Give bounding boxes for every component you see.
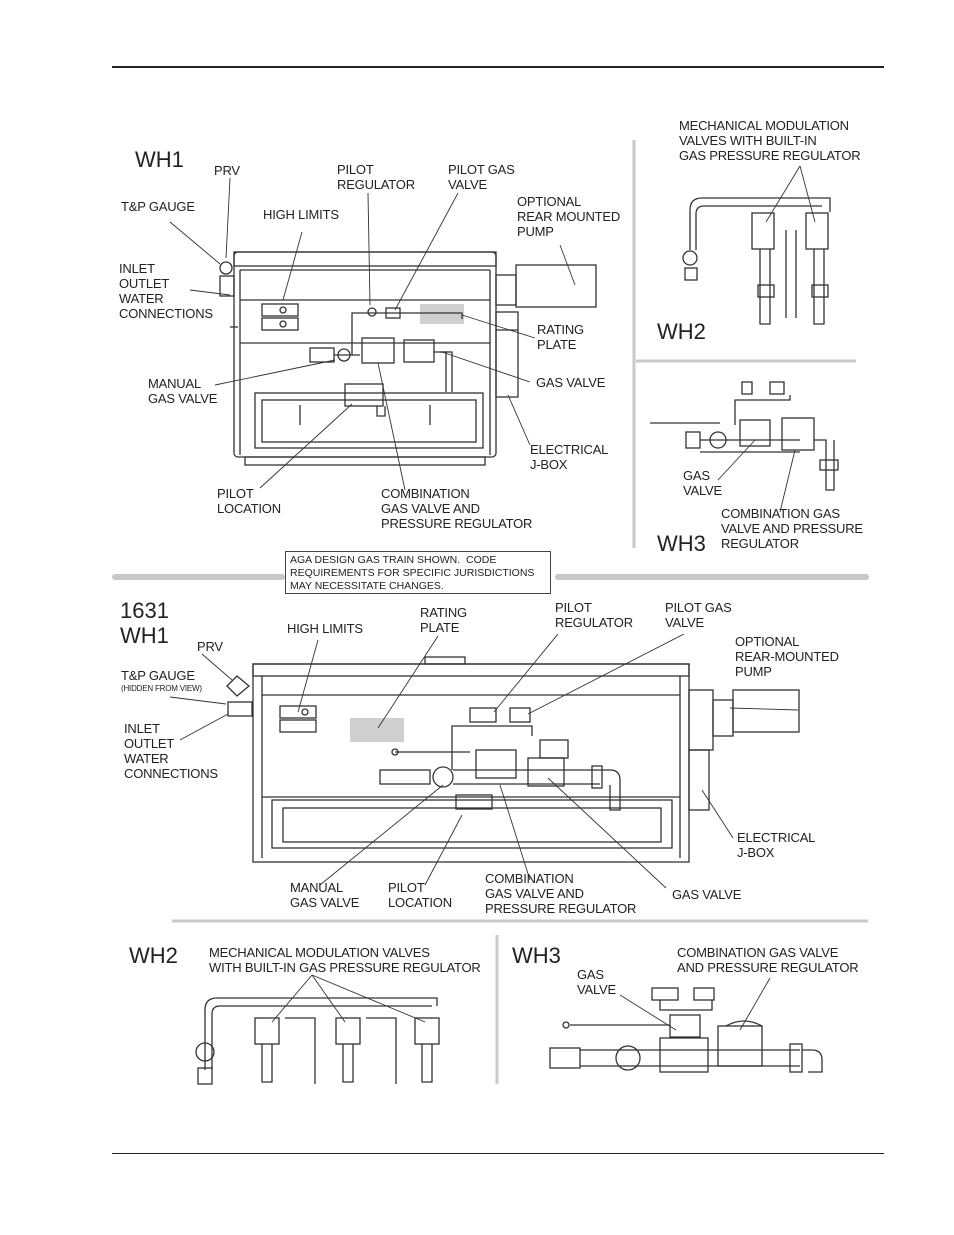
wh3-bottom-drawing xyxy=(549,987,823,1073)
wh1631-inlet-outlet-label: INLET OUTLET WATER CONNECTIONS xyxy=(124,721,218,781)
header-rule xyxy=(112,66,884,68)
wh1-pilot-location-label: PILOT LOCATION xyxy=(217,486,281,516)
wh1-prv-label: PRV xyxy=(214,163,240,178)
wh1-rating-plate-label: RATING PLATE xyxy=(537,322,584,352)
wh3-bottom-gas-valve-label: GAS VALVE xyxy=(577,967,616,997)
wh3-top-drawing xyxy=(650,381,839,491)
wh2-top-leaders xyxy=(765,165,816,223)
wh1631-gas-valve-label: GAS VALVE xyxy=(672,887,742,902)
wh2-top-modulation-label: MECHANICAL MODULATION VALVES WITH BUILT-… xyxy=(679,118,861,163)
footer-rule xyxy=(112,1153,884,1154)
wh1-combination-label: COMBINATION GAS VALVE AND PRESSURE REGUL… xyxy=(381,486,533,531)
wh2-top-drawing xyxy=(682,197,831,325)
wh1-gas-valve-label: GAS VALVE xyxy=(536,375,606,390)
wh1631-hidden-label: (HIDDEN FROM VIEW) xyxy=(121,684,202,693)
wh1-electrical-jbox-label: ELECTRICAL J-BOX xyxy=(530,442,609,472)
wh1631-pilot-gas-valve-label: PILOT GAS VALVE xyxy=(665,600,732,630)
wh3-top-gas-valve-label: GAS VALVE xyxy=(683,468,722,498)
wh1-heater-body xyxy=(219,251,597,466)
wh1631-pilot-regulator-label: PILOT REGULATOR xyxy=(555,600,633,630)
panel-separators-thin xyxy=(172,140,868,1084)
wh2-bottom-title: WH2 xyxy=(129,943,178,968)
wh1631-heater-body xyxy=(226,656,800,863)
wh3-bottom-title: WH3 xyxy=(512,943,561,968)
wh1631-prv-label: PRV xyxy=(197,639,223,654)
wh1631-optional-pump-label: OPTIONAL REAR-MOUNTED PUMP xyxy=(735,634,839,679)
wh2-top-title: WH2 xyxy=(657,319,706,344)
wh3-top-title: WH3 xyxy=(657,531,706,556)
wh1-manual-gas-valve-label: MANUAL GAS VALVE xyxy=(148,376,218,406)
wh1-pilot-regulator-label: PILOT REGULATOR xyxy=(337,162,415,192)
wh2-bottom-modulation-label: MECHANICAL MODULATION VALVES WITH BUILT-… xyxy=(209,945,481,975)
wh1631-high-limits-label: HIGH LIMITS xyxy=(287,621,363,636)
wh3-bottom-combination-label: COMBINATION GAS VALVE AND PRESSURE REGUL… xyxy=(677,945,859,975)
wh1631-electrical-jbox-label: ELECTRICAL J-BOX xyxy=(737,830,816,860)
wh1631-tp-gauge-label: T&P GAUGE xyxy=(121,668,195,683)
wh1-title: WH1 xyxy=(135,147,184,172)
wh3-top-leaders xyxy=(717,439,796,513)
wh2-bottom-leaders xyxy=(271,974,426,1023)
wh1631-leaders xyxy=(169,633,799,889)
wh2-bottom-drawing xyxy=(195,997,440,1085)
wh1631-pilot-location-label: PILOT LOCATION xyxy=(388,880,452,910)
aga-design-note: AGA DESIGN GAS TRAIN SHOWN. CODE REQUIRE… xyxy=(285,551,551,594)
wh1631-combination-label: COMBINATION GAS VALVE AND PRESSURE REGUL… xyxy=(485,871,637,916)
wh1-inlet-outlet-label: INLET OUTLET WATER CONNECTIONS xyxy=(119,261,213,321)
wh3-bottom-leaders xyxy=(619,977,771,1031)
wh1-optional-pump-label: OPTIONAL REAR MOUNTED PUMP xyxy=(517,194,621,239)
wh1631-title: 1631 WH1 xyxy=(120,598,169,648)
wh1-pilot-gas-valve-label: PILOT GAS VALVE xyxy=(448,162,515,192)
wh1631-rating-plate-label: RATING PLATE xyxy=(420,605,467,635)
wh1631-manual-gas-valve-label: MANUAL GAS VALVE xyxy=(290,880,360,910)
wh1-high-limits-label: HIGH LIMITS xyxy=(263,207,339,222)
wh1-leaders xyxy=(169,177,576,491)
wh3-top-combination-label: COMBINATION GAS VALVE AND PRESSURE REGUL… xyxy=(721,506,863,551)
wh1-tp-gauge-label: T&P GAUGE xyxy=(121,199,195,214)
